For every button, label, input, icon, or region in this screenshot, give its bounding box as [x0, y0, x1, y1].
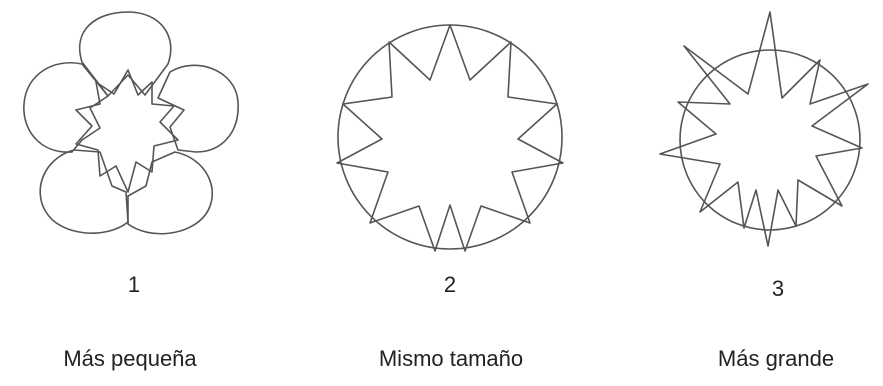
petal-left: [24, 63, 108, 152]
petal-lower-left: [40, 150, 128, 233]
figure-1-flower: [24, 12, 238, 234]
figure-2-circle-star: [337, 25, 563, 251]
figure-1-number: 1: [74, 272, 194, 298]
figure-2-number: 2: [390, 272, 510, 298]
circle-3: [680, 50, 860, 230]
figure-1-caption: Más pequeña: [10, 346, 250, 372]
figure-3-number: 3: [718, 276, 838, 302]
figure-3-circle-star: [660, 12, 868, 246]
figure-3-caption: Más grande: [656, 346, 883, 372]
petal-right: [158, 65, 238, 152]
star-3: [660, 12, 868, 246]
circle-2: [338, 25, 562, 249]
petal-top: [80, 12, 171, 96]
figure-2-caption: Mismo tamaño: [331, 346, 571, 372]
